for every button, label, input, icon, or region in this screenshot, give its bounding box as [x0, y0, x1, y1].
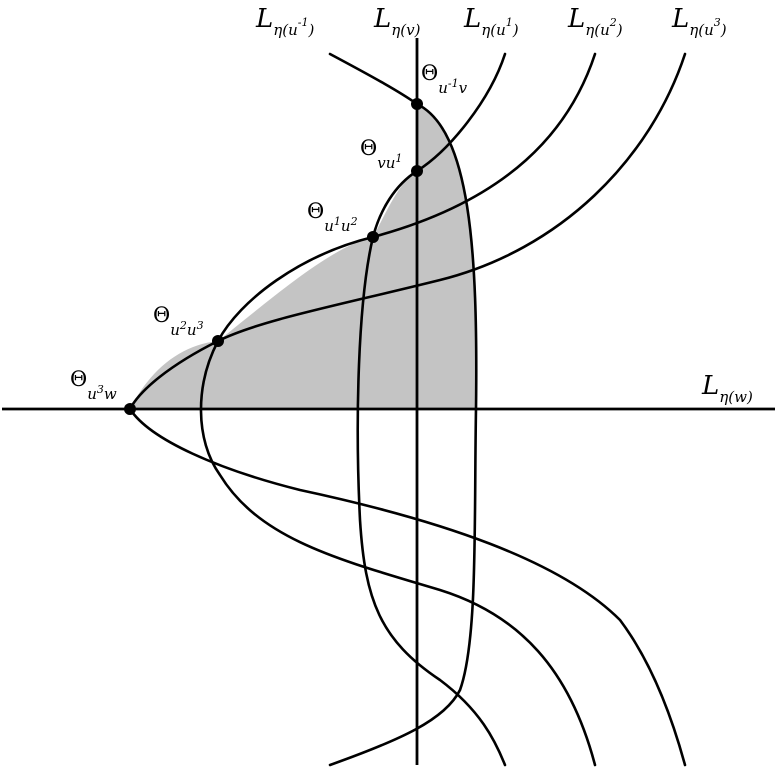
point-theta-u-1-v: [411, 98, 423, 110]
shaded-region: [130, 104, 477, 409]
label-l-eta-u-inv: Lη(u-1): [255, 4, 314, 39]
point-theta-u1-u2: [367, 231, 379, 243]
label-l-eta-u2: Lη(u2): [567, 4, 623, 39]
label-l-eta-v: Lη(v): [373, 4, 421, 39]
label-theta-v-u1: Θvu1: [360, 136, 402, 172]
label-theta-u1-u2: Θu1u2: [307, 199, 358, 235]
label-theta-u3-w: Θu3w: [70, 367, 117, 403]
point-theta-u2-u3: [212, 335, 224, 347]
point-theta-v-u1: [411, 165, 423, 177]
label-l-eta-u3: Lη(u3): [671, 4, 727, 39]
label-l-eta-w: Lη(w): [701, 371, 753, 406]
label-theta-u-1-v: Θu-1v: [421, 61, 468, 97]
curve-l-eta-u1: [356, 52, 507, 767]
point-theta-u3-w: [124, 403, 136, 415]
curve-l-eta-u2: [199, 52, 597, 767]
label-l-eta-u1: Lη(u1): [463, 4, 519, 39]
label-theta-u2-u3: Θu2u3: [153, 303, 204, 339]
